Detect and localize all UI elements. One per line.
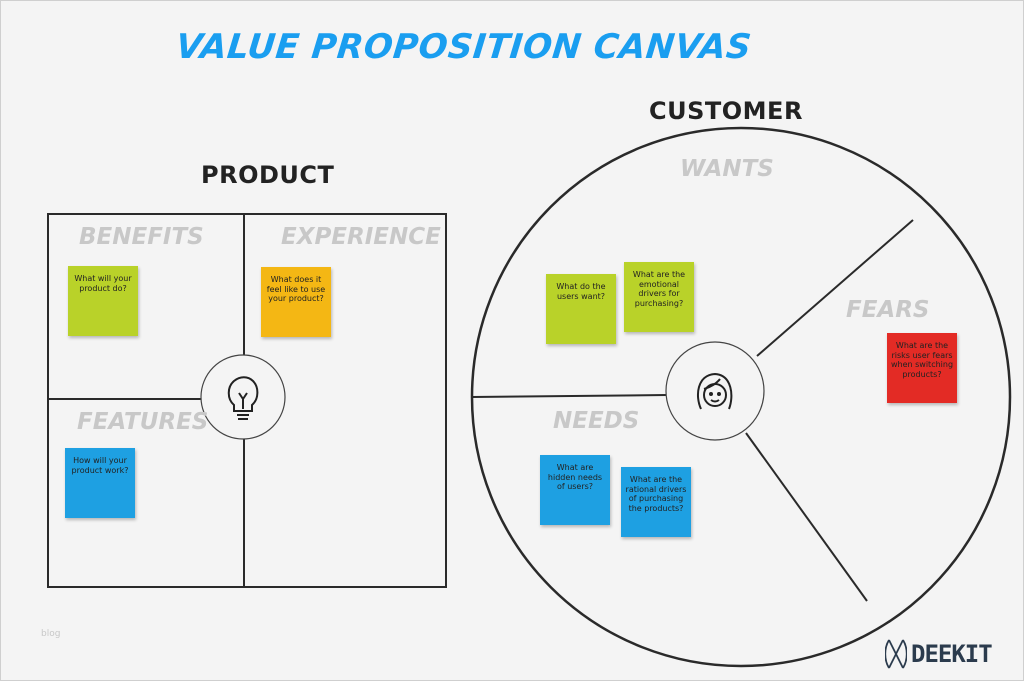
customer-heading: CUSTOMER — [649, 97, 803, 125]
sticky-note-experience[interactable]: What does it feel like to use your produ… — [261, 267, 331, 337]
deekit-logo: DEEKIT — [885, 638, 993, 670]
deekit-logo-icon — [885, 639, 907, 669]
customer-center-circle — [665, 341, 765, 441]
section-experience: EXPERIENCE — [281, 224, 441, 250]
page-title: VALUE PROPOSITION CANVAS — [173, 27, 754, 67]
sticky-note-needs-2[interactable]: What are the rational drivers of purchas… — [621, 467, 691, 537]
product-center-circle — [200, 354, 286, 440]
customer-divider-upper — [756, 219, 914, 357]
sticky-note-fears[interactable]: What are the risks user fears when switc… — [887, 333, 957, 403]
section-needs: NEEDS — [553, 408, 640, 434]
section-fears: FEARS — [846, 297, 930, 323]
product-box — [47, 213, 447, 588]
sticky-note-wants-1[interactable]: What do the users want? — [546, 274, 616, 344]
brand-name: DEEKIT — [911, 640, 993, 668]
customer-divider-lower — [745, 432, 868, 602]
sticky-note-benefits[interactable]: What will your product do? — [68, 266, 138, 336]
section-benefits: BENEFITS — [79, 224, 204, 250]
section-wants: WANTS — [680, 156, 774, 182]
sticky-note-wants-2[interactable]: What are the emotional drivers for purch… — [624, 262, 694, 332]
section-features: FEATURES — [77, 409, 209, 435]
lightbulb-icon — [227, 376, 259, 420]
sticky-note-features[interactable]: How will your product work? — [65, 448, 135, 518]
customer-face-icon — [697, 372, 733, 410]
blog-label: blog — [41, 629, 61, 639]
product-heading: PRODUCT — [201, 161, 335, 189]
customer-divider-left — [471, 394, 668, 398]
sticky-note-needs-1[interactable]: What are hidden needs of users? — [540, 455, 610, 525]
